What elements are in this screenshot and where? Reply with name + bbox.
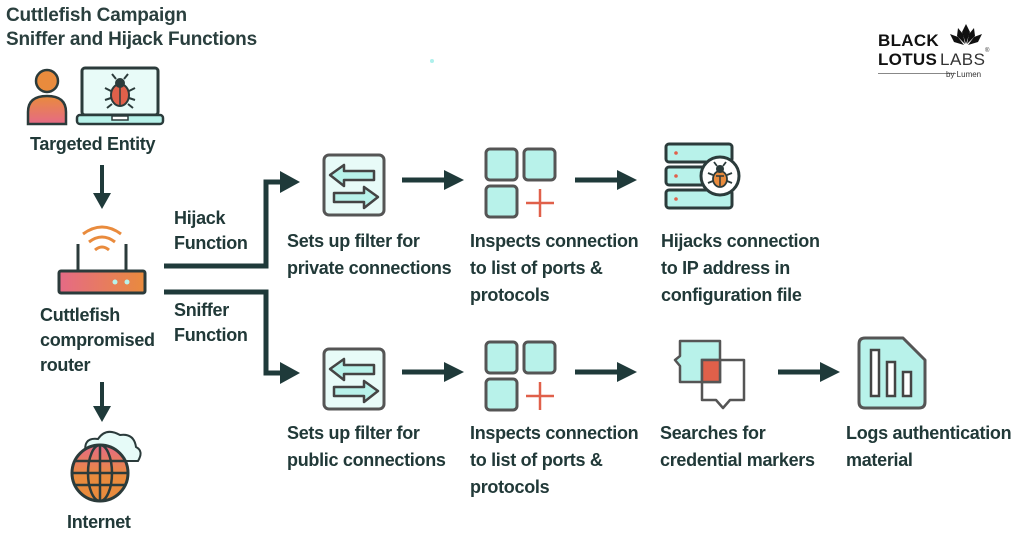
decorative-dot	[430, 59, 434, 63]
lotus-flower-icon	[950, 24, 982, 45]
arrow-hijack-1-2	[402, 170, 464, 190]
router-label: Cuttlefish compromised router	[40, 305, 155, 375]
internet-label: Internet	[67, 512, 131, 532]
hijack-step-3-text: Hijacks connection to IP address in conf…	[661, 231, 820, 305]
chat-search-icon	[673, 339, 746, 410]
sniffer-branch-connector	[164, 289, 300, 384]
arrow-sniffer-3-4	[778, 362, 840, 382]
port-grid-icon	[484, 340, 557, 412]
arrow-sniffer-1-2	[402, 362, 464, 382]
sniffer-function-label: Sniffer Function	[174, 300, 248, 345]
server-bug-icon	[664, 142, 741, 210]
sniffer-step-4-text: Logs authentication material	[846, 423, 1012, 470]
arrow-hijack-2-3	[575, 170, 637, 190]
diagram-title: Cuttlefish Campaign Sniffer and Hijack F…	[6, 4, 257, 52]
hijack-branch-connector	[164, 171, 300, 269]
router-icon	[57, 225, 147, 295]
arrow-router-to-internet	[93, 382, 111, 422]
globe-cloud-icon	[70, 430, 142, 503]
logo-lotus-text: LOTUS	[878, 50, 938, 69]
hijack-function-label: Hijack Function	[174, 208, 248, 253]
targeted-entity-label: Targeted Entity	[30, 134, 156, 154]
bug-icon	[707, 161, 733, 188]
hijack-step-2-text: Inspects connection to list of ports & p…	[470, 231, 639, 305]
logo-divider	[878, 73, 956, 74]
title-line-2: Sniffer and Hijack Functions	[6, 29, 257, 50]
title-line-1: Cuttlefish Campaign	[6, 5, 187, 26]
logo-black-text: BLACK	[878, 31, 939, 50]
arrow-entity-to-router	[93, 165, 111, 209]
logo-by-lumen: by Lumen	[946, 70, 982, 79]
filter-arrows-icon	[322, 153, 386, 217]
arrow-sniffer-2-3	[575, 362, 637, 382]
logo-registered-mark: ®	[985, 48, 990, 54]
filter-arrows-icon	[322, 347, 386, 411]
black-lotus-labs-logo: BLACK LOTUS LABS ® by Lumen	[878, 24, 998, 84]
log-file-icon	[857, 336, 927, 410]
hijack-step-1-text: Sets up filter for private connections	[287, 231, 452, 278]
logo-labs-text: LABS	[940, 50, 986, 69]
sniffer-step-1-text: Sets up filter for public connections	[287, 423, 446, 470]
sniffer-step-3-text: Searches for credential markers	[660, 423, 815, 470]
infected-laptop-icon	[75, 66, 165, 126]
port-grid-icon	[484, 147, 557, 219]
bug-icon	[104, 73, 136, 109]
person-icon	[26, 68, 68, 126]
sniffer-step-2-text: Inspects connection to list of ports & p…	[470, 423, 639, 497]
